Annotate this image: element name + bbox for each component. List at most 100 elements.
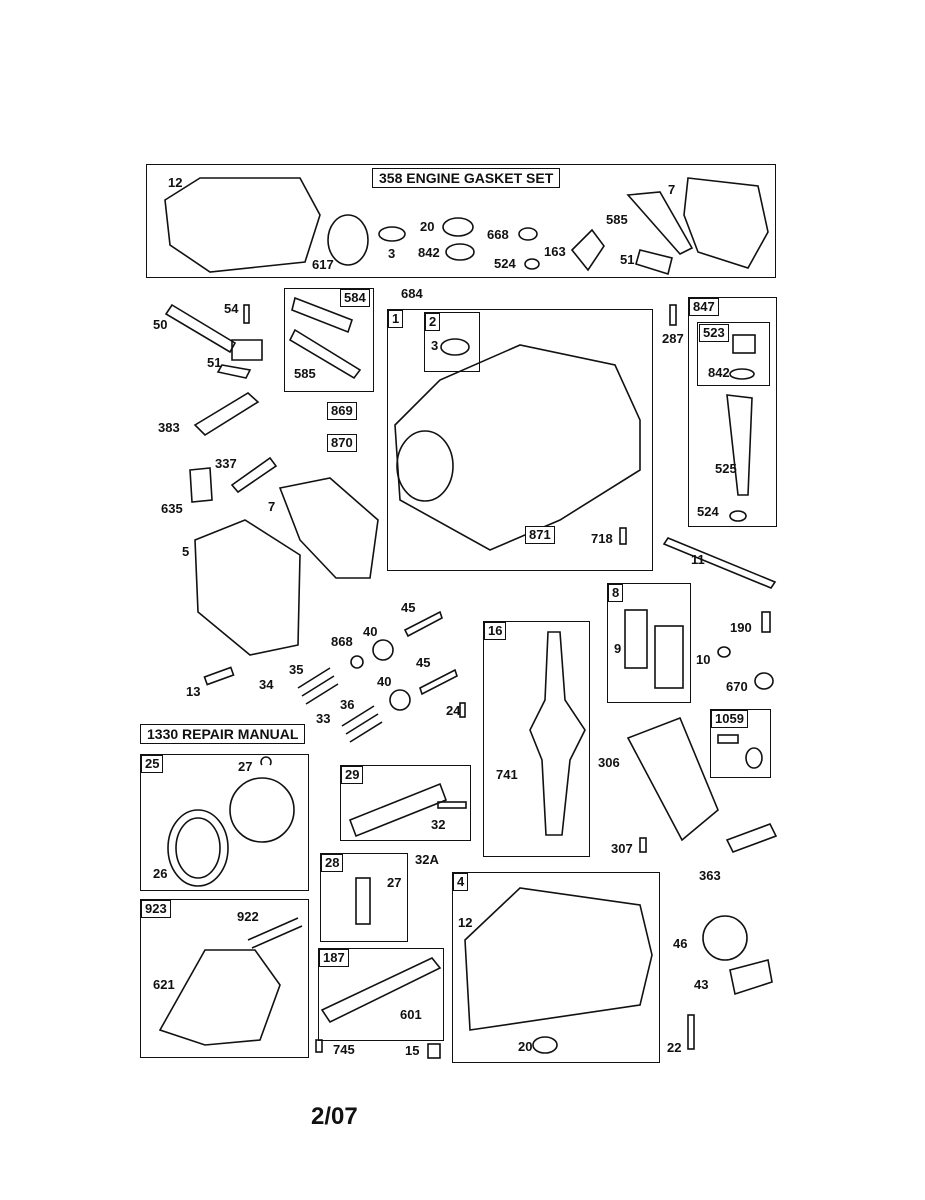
seal-20-top bbox=[442, 217, 474, 237]
label-11: 11 bbox=[691, 552, 705, 567]
gasket-584-b bbox=[288, 328, 362, 380]
head-gasket-7-top bbox=[683, 177, 769, 269]
label-27-pin: 27 bbox=[387, 875, 402, 890]
lever-383 bbox=[193, 392, 260, 437]
connecting-rod-29 bbox=[348, 782, 448, 838]
gasket-163 bbox=[570, 228, 605, 272]
gasket-584-a bbox=[291, 296, 354, 334]
panel-16 bbox=[483, 621, 590, 857]
tube-11 bbox=[662, 537, 777, 589]
label-43: 43 bbox=[694, 977, 709, 992]
control-bracket bbox=[158, 949, 281, 1046]
bolt-13 bbox=[203, 666, 235, 686]
tag-584: 584 bbox=[340, 289, 370, 307]
label-20-bottom: 20 bbox=[518, 1039, 533, 1054]
label-842-box: 842 bbox=[708, 365, 730, 380]
label-585-left: 585 bbox=[294, 366, 316, 381]
revision-date: 2/07 bbox=[311, 1103, 358, 1130]
tag-1059: 1059 bbox=[711, 710, 748, 728]
tag-870: 870 bbox=[327, 434, 357, 452]
panel-2 bbox=[424, 312, 480, 372]
label-51-top: 51 bbox=[620, 252, 635, 267]
governor-43 bbox=[729, 959, 773, 996]
panel-923 bbox=[140, 899, 309, 1058]
gasket-51-small bbox=[216, 364, 252, 379]
gasket-585-top bbox=[626, 191, 694, 255]
gasket-set-title: 358 ENGINE GASKET SET bbox=[372, 168, 561, 188]
label-337: 337 bbox=[215, 456, 237, 471]
seal-3-box bbox=[440, 338, 470, 356]
panel-1 bbox=[387, 309, 653, 571]
bracket-51 bbox=[231, 339, 263, 361]
sump-4 bbox=[464, 887, 653, 1031]
bolt-32 bbox=[437, 801, 467, 809]
tag-187: 187 bbox=[319, 949, 349, 967]
seal-3-top bbox=[378, 226, 406, 242]
label-585-top: 585 bbox=[606, 212, 628, 227]
tag-28: 28 bbox=[321, 854, 344, 872]
piston-rings-26-inner bbox=[175, 817, 221, 879]
label-32A: 32A bbox=[415, 852, 439, 867]
crankcase-gasket-shape bbox=[164, 177, 321, 273]
label-601: 601 bbox=[400, 1007, 422, 1022]
repair-manual-title: 1330 REPAIR MANUAL bbox=[140, 724, 306, 744]
label-922: 922 bbox=[237, 909, 259, 924]
tag-523: 523 bbox=[699, 324, 729, 342]
spring-36 bbox=[341, 705, 383, 743]
breather-cover bbox=[654, 625, 684, 689]
seal-20-bottom bbox=[532, 1036, 558, 1054]
cylinder-block-1 bbox=[394, 344, 641, 551]
gear-46 bbox=[702, 915, 748, 961]
label-670: 670 bbox=[726, 679, 748, 694]
label-868: 868 bbox=[331, 634, 353, 649]
label-46: 46 bbox=[673, 936, 688, 951]
bolt-54 bbox=[243, 304, 250, 324]
retainer-40b bbox=[389, 689, 411, 711]
spring-35 bbox=[297, 667, 339, 705]
label-12-top: 12 bbox=[168, 175, 183, 190]
label-40-lower: 40 bbox=[377, 674, 392, 689]
panel-4 bbox=[452, 872, 660, 1063]
label-363: 363 bbox=[699, 868, 721, 883]
label-10: 10 bbox=[696, 652, 711, 667]
head-gasket-7-mid bbox=[278, 477, 379, 579]
cylinder-head-5 bbox=[194, 519, 301, 656]
panel-8 bbox=[607, 583, 691, 703]
panel-28 bbox=[320, 853, 408, 942]
label-35: 35 bbox=[289, 662, 304, 677]
air-guide-306 bbox=[626, 716, 719, 842]
ring-842-box bbox=[729, 368, 755, 380]
label-12-sump: 12 bbox=[458, 915, 473, 930]
cap-10 bbox=[717, 646, 731, 658]
tube-525 bbox=[726, 394, 753, 496]
plug-15 bbox=[427, 1043, 441, 1059]
label-307: 307 bbox=[611, 841, 633, 856]
panel-29 bbox=[340, 765, 471, 841]
label-22: 22 bbox=[667, 1040, 682, 1055]
dowel-718 bbox=[619, 527, 627, 545]
label-20-top: 20 bbox=[420, 219, 435, 234]
gasket-set-panel bbox=[146, 164, 776, 278]
bolt-1059 bbox=[717, 734, 739, 744]
label-45-lower: 45 bbox=[416, 655, 431, 670]
label-13: 13 bbox=[186, 684, 201, 699]
label-741: 741 bbox=[496, 767, 518, 782]
label-163: 163 bbox=[544, 244, 566, 259]
label-3-box: 3 bbox=[431, 338, 439, 353]
spark-plug-337 bbox=[230, 456, 278, 494]
tag-869: 869 bbox=[327, 402, 357, 420]
screw-745 bbox=[315, 1039, 323, 1053]
bushing-670 bbox=[754, 672, 774, 690]
bolt-190 bbox=[761, 611, 771, 633]
boot-635 bbox=[189, 467, 213, 503]
panel-523 bbox=[697, 322, 770, 386]
tag-871: 871 bbox=[525, 526, 555, 544]
label-524-top: 524 bbox=[494, 256, 516, 271]
ring-524-top bbox=[524, 258, 540, 270]
spring-922 bbox=[247, 917, 303, 949]
tag-16: 16 bbox=[484, 622, 507, 640]
label-525: 525 bbox=[715, 461, 737, 476]
washer-1059 bbox=[745, 747, 763, 769]
washer-668 bbox=[518, 227, 538, 241]
